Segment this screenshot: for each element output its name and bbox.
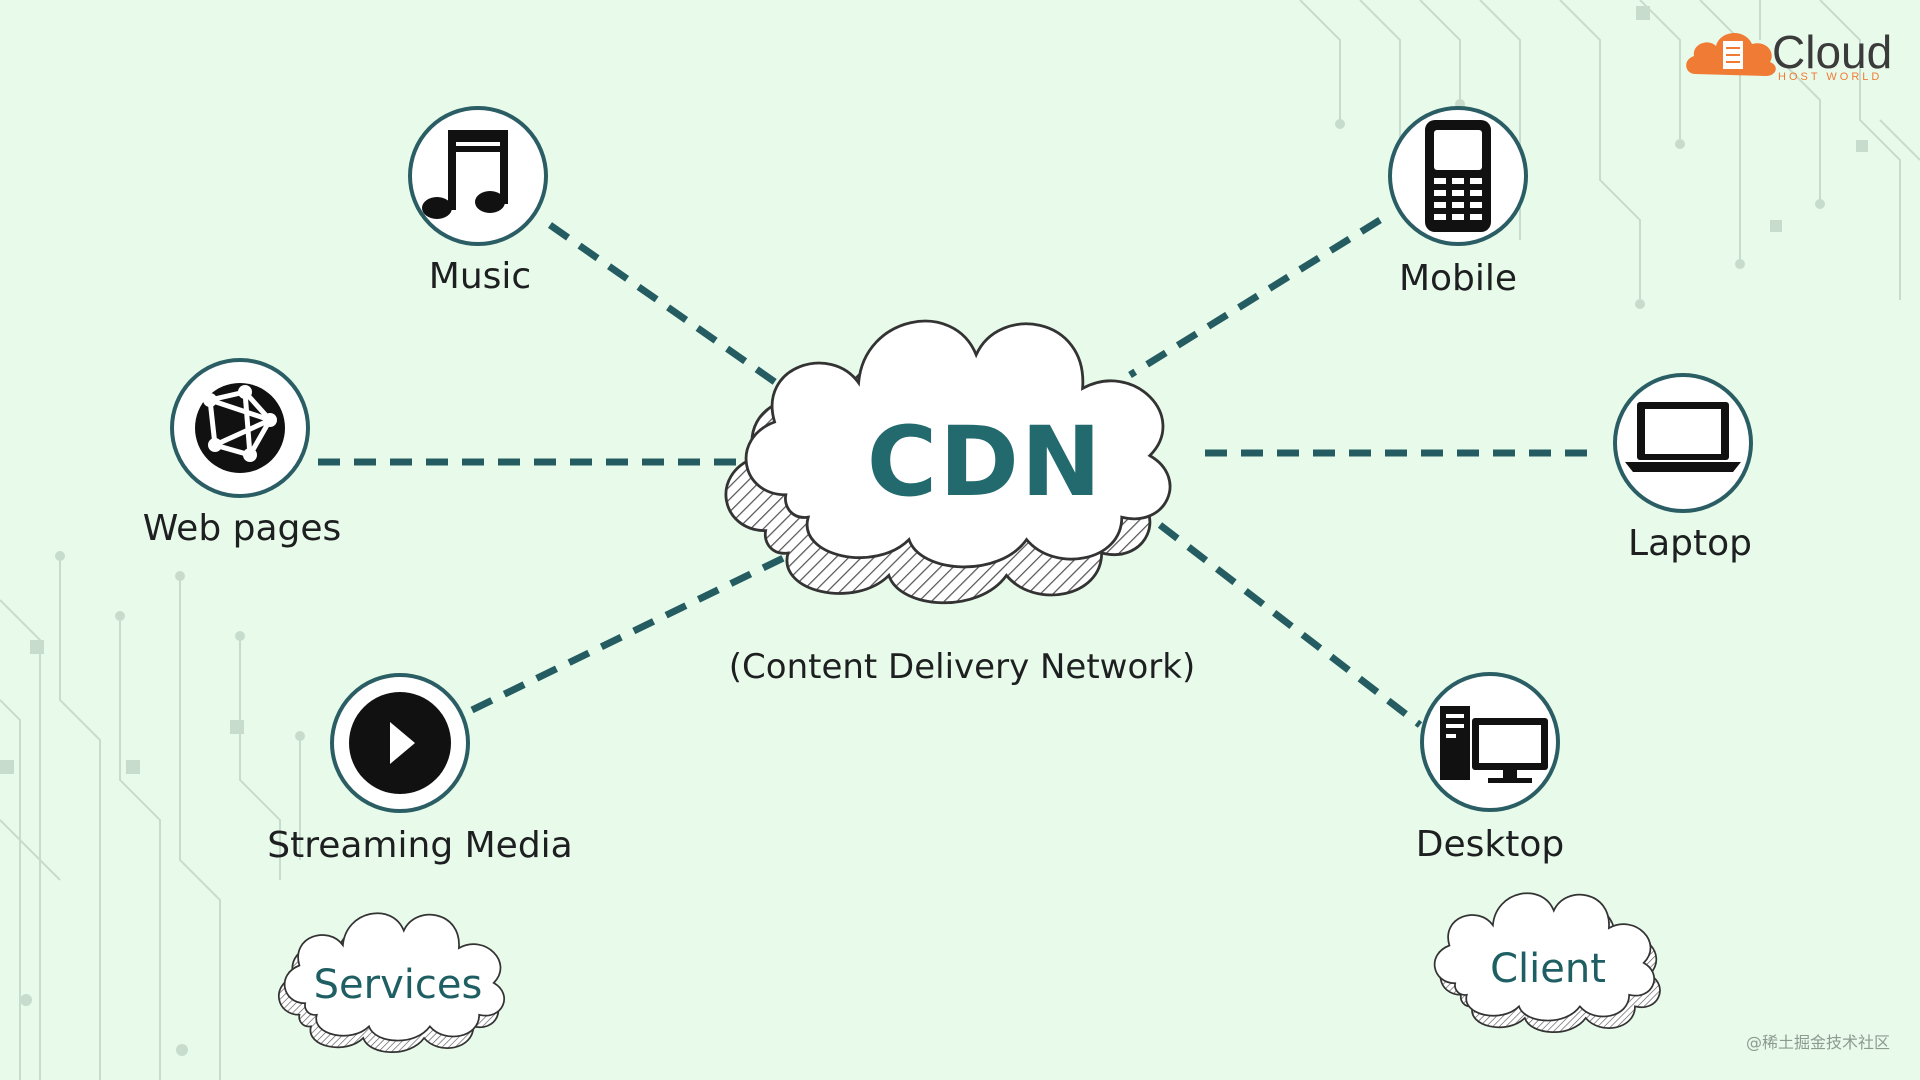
laptop-node: Laptop	[1613, 373, 1753, 564]
music-node: Music	[408, 106, 548, 297]
cdn-title: CDN	[867, 406, 1103, 518]
play-button-icon	[349, 692, 451, 794]
music-label: Music	[429, 256, 531, 297]
connector-music	[547, 222, 818, 413]
logo-tagline: HOST WORLD	[1778, 71, 1882, 83]
services-label: Services	[314, 962, 483, 1008]
laptop-icon	[1625, 402, 1741, 472]
client-label: Client	[1490, 946, 1606, 992]
cdn-subtitle: (Content Delivery Network)	[729, 647, 1195, 687]
cloud-host-world-logo: Cloud HOST WORLD	[1686, 26, 1892, 83]
mobile-phone-icon	[1425, 120, 1491, 232]
connector-streaming-media	[470, 541, 812, 714]
desktop-node: Desktop	[1416, 672, 1564, 865]
desktop-label: Desktop	[1416, 824, 1564, 865]
desktop-computer-icon	[1440, 706, 1548, 783]
globe-network-icon	[195, 383, 285, 473]
music-note-icon	[422, 130, 508, 219]
streaming-media-node: Streaming Media	[267, 673, 573, 866]
circuit-decoration-bottom-left	[0, 551, 305, 1080]
web-pages-node: Web pages	[143, 358, 342, 549]
logo-name: Cloud	[1772, 26, 1892, 78]
web-pages-label: Web pages	[143, 508, 342, 549]
connector-mobile	[1128, 217, 1382, 378]
cloud-building-icon	[1686, 32, 1776, 76]
streaming-media-label: Streaming Media	[267, 825, 573, 866]
connectors	[318, 217, 1590, 728]
laptop-label: Laptop	[1628, 523, 1752, 564]
mobile-node: Mobile	[1388, 106, 1528, 299]
connector-desktop	[1157, 522, 1423, 728]
watermark: @稀土掘金技术社区	[1746, 1033, 1890, 1052]
mobile-label: Mobile	[1399, 258, 1517, 299]
